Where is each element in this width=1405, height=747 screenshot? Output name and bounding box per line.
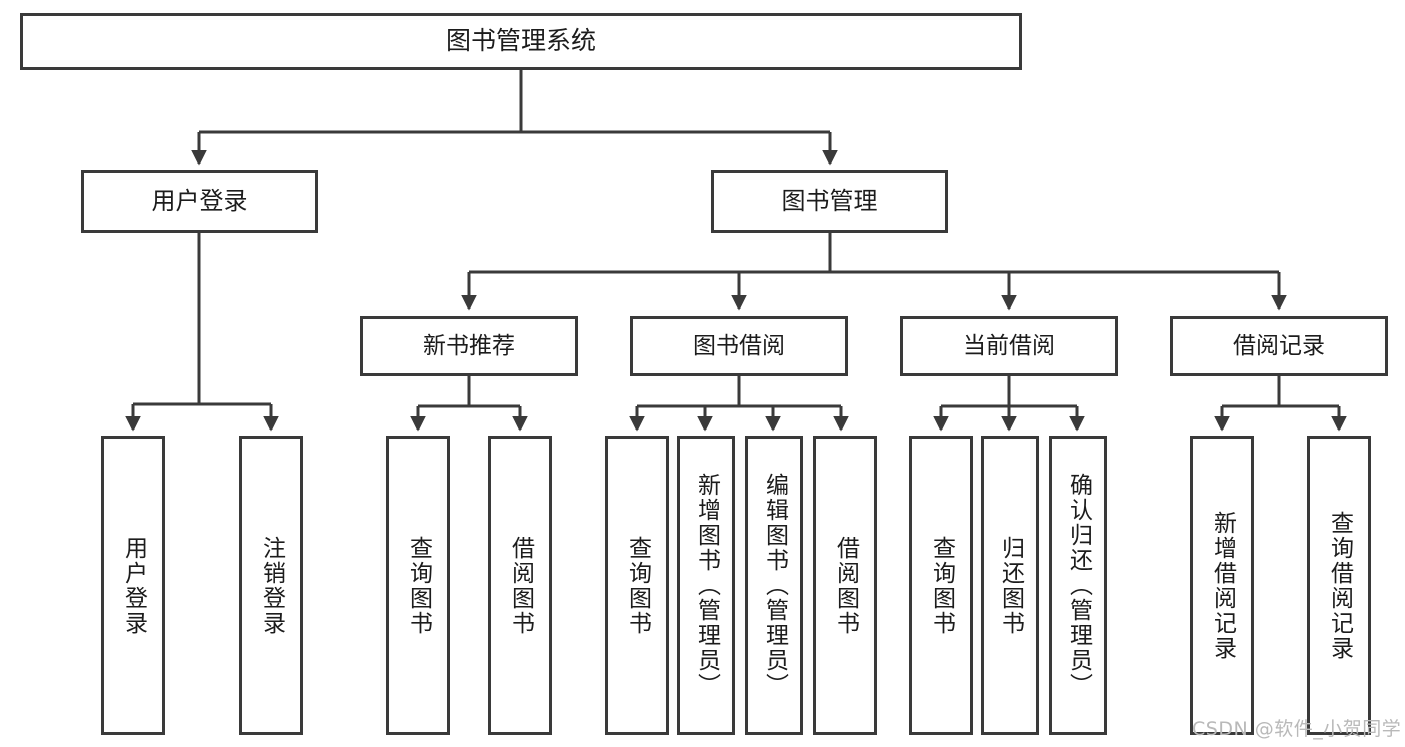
node-book-manage-label: 图书管理 bbox=[781, 186, 878, 215]
node-current-borrow-label: 当前借阅 bbox=[963, 332, 1055, 359]
node-leaf-borrow-book-2-label: 借阅图书 bbox=[832, 535, 859, 636]
node-user-login-label: 用户登录 bbox=[151, 186, 248, 215]
node-current-borrow[interactable]: 当前借阅 bbox=[900, 316, 1118, 376]
node-new-book-recommend[interactable]: 新书推荐 bbox=[360, 316, 578, 376]
node-leaf-query-record-label: 查询借阅记录 bbox=[1326, 510, 1353, 661]
node-leaf-confirm-return[interactable]: 确认归还（管理员） bbox=[1049, 436, 1107, 735]
node-leaf-query-book-3-label: 查询图书 bbox=[928, 535, 955, 636]
node-leaf-edit-book-label: 编辑图书（管理员） bbox=[761, 473, 788, 698]
node-leaf-edit-book[interactable]: 编辑图书（管理员） bbox=[745, 436, 803, 735]
node-leaf-query-book-1-label: 查询图书 bbox=[405, 535, 432, 636]
node-book-manage[interactable]: 图书管理 bbox=[711, 170, 948, 233]
node-book-borrow[interactable]: 图书借阅 bbox=[630, 316, 848, 376]
node-user-login[interactable]: 用户登录 bbox=[81, 170, 318, 233]
node-leaf-add-record[interactable]: 新增借阅记录 bbox=[1190, 436, 1254, 735]
node-leaf-add-record-label: 新增借阅记录 bbox=[1209, 510, 1236, 661]
node-leaf-query-book-2-label: 查询图书 bbox=[624, 535, 651, 636]
csdn-watermark: CSDN @软件_小贺同学 bbox=[1192, 718, 1402, 740]
node-leaf-user-login[interactable]: 用户登录 bbox=[101, 436, 165, 735]
node-leaf-confirm-return-label: 确认归还（管理员） bbox=[1065, 473, 1092, 698]
node-root[interactable]: 图书管理系统 bbox=[20, 13, 1022, 70]
node-leaf-borrow-book-1-label: 借阅图书 bbox=[507, 535, 534, 636]
node-leaf-return-book-label: 归还图书 bbox=[997, 535, 1024, 636]
node-leaf-add-book[interactable]: 新增图书（管理员） bbox=[677, 436, 735, 735]
node-leaf-query-record[interactable]: 查询借阅记录 bbox=[1307, 436, 1371, 735]
node-leaf-return-book[interactable]: 归还图书 bbox=[981, 436, 1039, 735]
node-leaf-add-book-label: 新增图书（管理员） bbox=[693, 473, 720, 698]
node-leaf-logout-label: 注销登录 bbox=[258, 535, 285, 636]
node-leaf-query-book-3[interactable]: 查询图书 bbox=[909, 436, 973, 735]
node-book-borrow-label: 图书借阅 bbox=[693, 332, 785, 359]
node-leaf-borrow-book-1[interactable]: 借阅图书 bbox=[488, 436, 552, 735]
node-leaf-logout[interactable]: 注销登录 bbox=[239, 436, 303, 735]
node-leaf-user-login-label: 用户登录 bbox=[120, 535, 147, 636]
node-leaf-query-book-2[interactable]: 查询图书 bbox=[605, 436, 669, 735]
node-leaf-borrow-book-2[interactable]: 借阅图书 bbox=[813, 436, 877, 735]
node-root-label: 图书管理系统 bbox=[445, 26, 596, 56]
node-borrow-record-label: 借阅记录 bbox=[1233, 332, 1325, 359]
node-leaf-query-book-1[interactable]: 查询图书 bbox=[386, 436, 450, 735]
node-new-book-recommend-label: 新书推荐 bbox=[423, 332, 515, 359]
node-borrow-record[interactable]: 借阅记录 bbox=[1170, 316, 1388, 376]
